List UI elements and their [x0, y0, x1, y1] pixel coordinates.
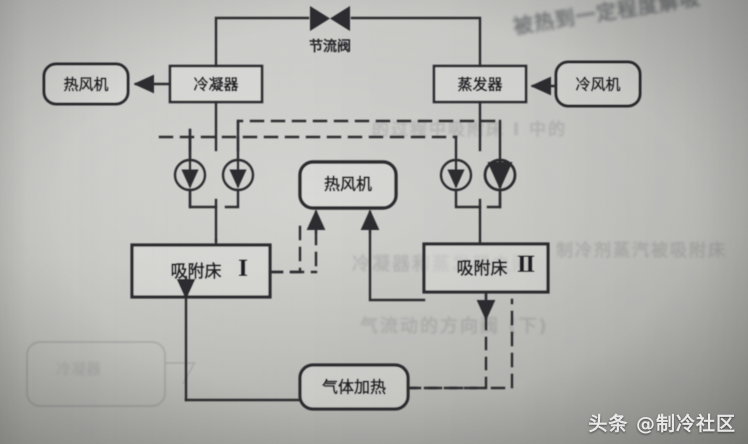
watermark: 头条 @制冷社区 [588, 413, 736, 435]
